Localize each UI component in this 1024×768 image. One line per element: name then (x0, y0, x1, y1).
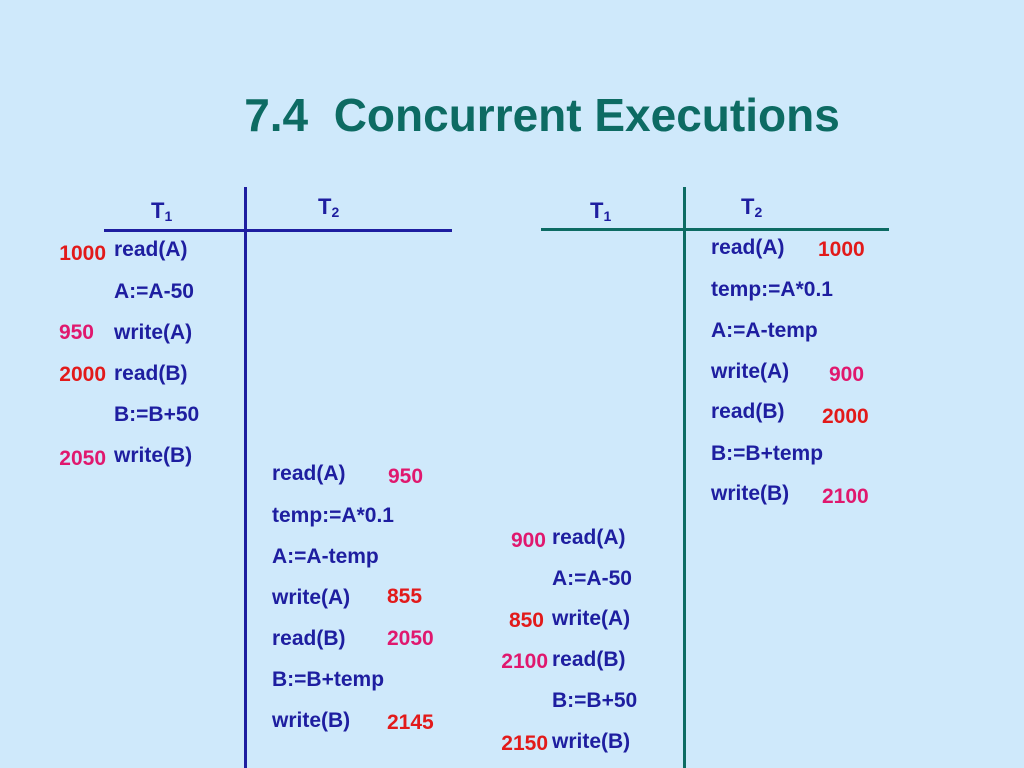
right-t2-value: 2100 (822, 485, 869, 508)
left-t1-op: B:=B+50 (114, 403, 200, 426)
right-t1-op: read(A) (552, 526, 626, 549)
right-t2-header: T2 (741, 194, 763, 220)
right-t2-op: temp:=A*0.1 (711, 278, 833, 301)
left-header-rule (104, 229, 452, 232)
right-t2-op: read(B) (711, 400, 785, 423)
right-t2-value: 900 (829, 363, 865, 386)
left-t1-op: write(B) (114, 444, 193, 467)
right-t1-op: write(A) (552, 607, 631, 630)
right-t2-op: A:=A-temp (711, 319, 818, 342)
right-t1-op: A:=A-50 (552, 567, 632, 590)
left-t1-value: 2000 (59, 363, 106, 386)
right-t2-value: 1000 (818, 238, 865, 261)
left-t2-op: B:=B+temp (272, 668, 385, 691)
left-t2-value: 855 (387, 585, 423, 608)
right-t1-value: 900 (510, 529, 546, 552)
right-t2-op: write(B) (711, 482, 790, 505)
left-t2-op: A:=A-temp (272, 545, 379, 568)
left-t2-value: 2050 (387, 627, 434, 650)
right-t1-value: 2100 (501, 650, 548, 673)
right-t2-value: 2000 (822, 405, 869, 428)
left-t2-op: read(B) (272, 627, 346, 650)
left-t1-value: 950 (58, 321, 94, 344)
left-t1-header: T1 (151, 198, 173, 224)
right-t1-header: T1 (590, 198, 612, 224)
left-t2-op: write(B) (272, 709, 351, 732)
right-t1-op: B:=B+50 (552, 689, 638, 712)
left-t2-value: 950 (388, 465, 424, 488)
left-t2-op: write(A) (272, 586, 351, 609)
left-t2-header: T2 (318, 194, 340, 220)
right-column-divider (683, 187, 686, 768)
right-t1-value: 2150 (501, 732, 548, 755)
right-t2-op: B:=B+temp (711, 442, 824, 465)
left-t1-op: read(B) (114, 362, 188, 385)
left-t1-op: read(A) (114, 238, 188, 261)
right-t1-value: 850 (508, 609, 544, 632)
right-t2-op: read(A) (711, 236, 785, 259)
left-t1-value: 1000 (59, 242, 106, 265)
left-t2-value: 2145 (387, 711, 434, 734)
page-title: 7.4 Concurrent Executions (244, 89, 840, 141)
left-t1-value: 2050 (59, 447, 106, 470)
right-header-rule (541, 228, 889, 231)
right-t1-op: write(B) (552, 730, 631, 753)
left-t2-op: read(A) (272, 462, 346, 485)
left-column-divider (244, 187, 247, 768)
left-t1-op: A:=A-50 (114, 280, 194, 303)
right-t2-op: write(A) (711, 360, 790, 383)
left-t1-op: write(A) (114, 321, 193, 344)
left-t2-op: temp:=A*0.1 (272, 504, 394, 527)
right-t1-op: read(B) (552, 648, 626, 671)
